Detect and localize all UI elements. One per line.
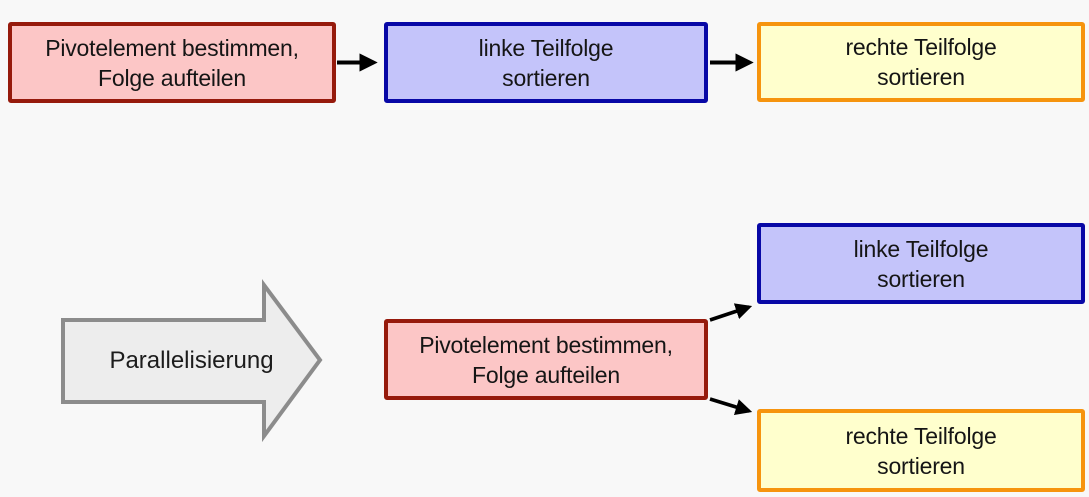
par-arrow-pivot-to-left (709, 303, 753, 322)
par-pivot-box: Pivotelement bestimmen, Folge aufteilen (384, 319, 708, 400)
box-label-line: Folge aufteilen (472, 361, 620, 388)
box-label-line: Pivotelement bestimmen, (419, 331, 673, 358)
box-label-line: sortieren (502, 64, 590, 91)
box-label-line: linke Teilfolge (853, 235, 989, 262)
par-arrow-pivot-to-right (709, 397, 753, 416)
box-label-line: sortieren (877, 452, 965, 479)
par-left-sort-box: linke Teilfolge sortieren (757, 223, 1085, 304)
par-right-sort-box: rechte Teilfolge sortieren (757, 409, 1085, 492)
box-label-line: rechte Teilfolge (845, 34, 997, 60)
parallelisierung-label: Parallelisierung (109, 347, 274, 374)
box-label-line: sortieren (877, 265, 965, 292)
box-label-line: rechte Teilfolge (845, 422, 997, 449)
seq-pivot-box: Pivotelement bestimmen, Folge aufteilen (8, 22, 336, 103)
box-label-line: linke Teilfolge (478, 34, 614, 61)
seq-left-sort-box: linke Teilfolge sortieren (384, 22, 708, 103)
box-label-line: sortieren (877, 64, 965, 90)
box-label-line: Pivotelement bestimmen, (45, 34, 299, 61)
box-label-line: Folge aufteilen (98, 64, 246, 91)
seq-right-sort-box: rechte Teilfolge sortieren (757, 22, 1085, 102)
